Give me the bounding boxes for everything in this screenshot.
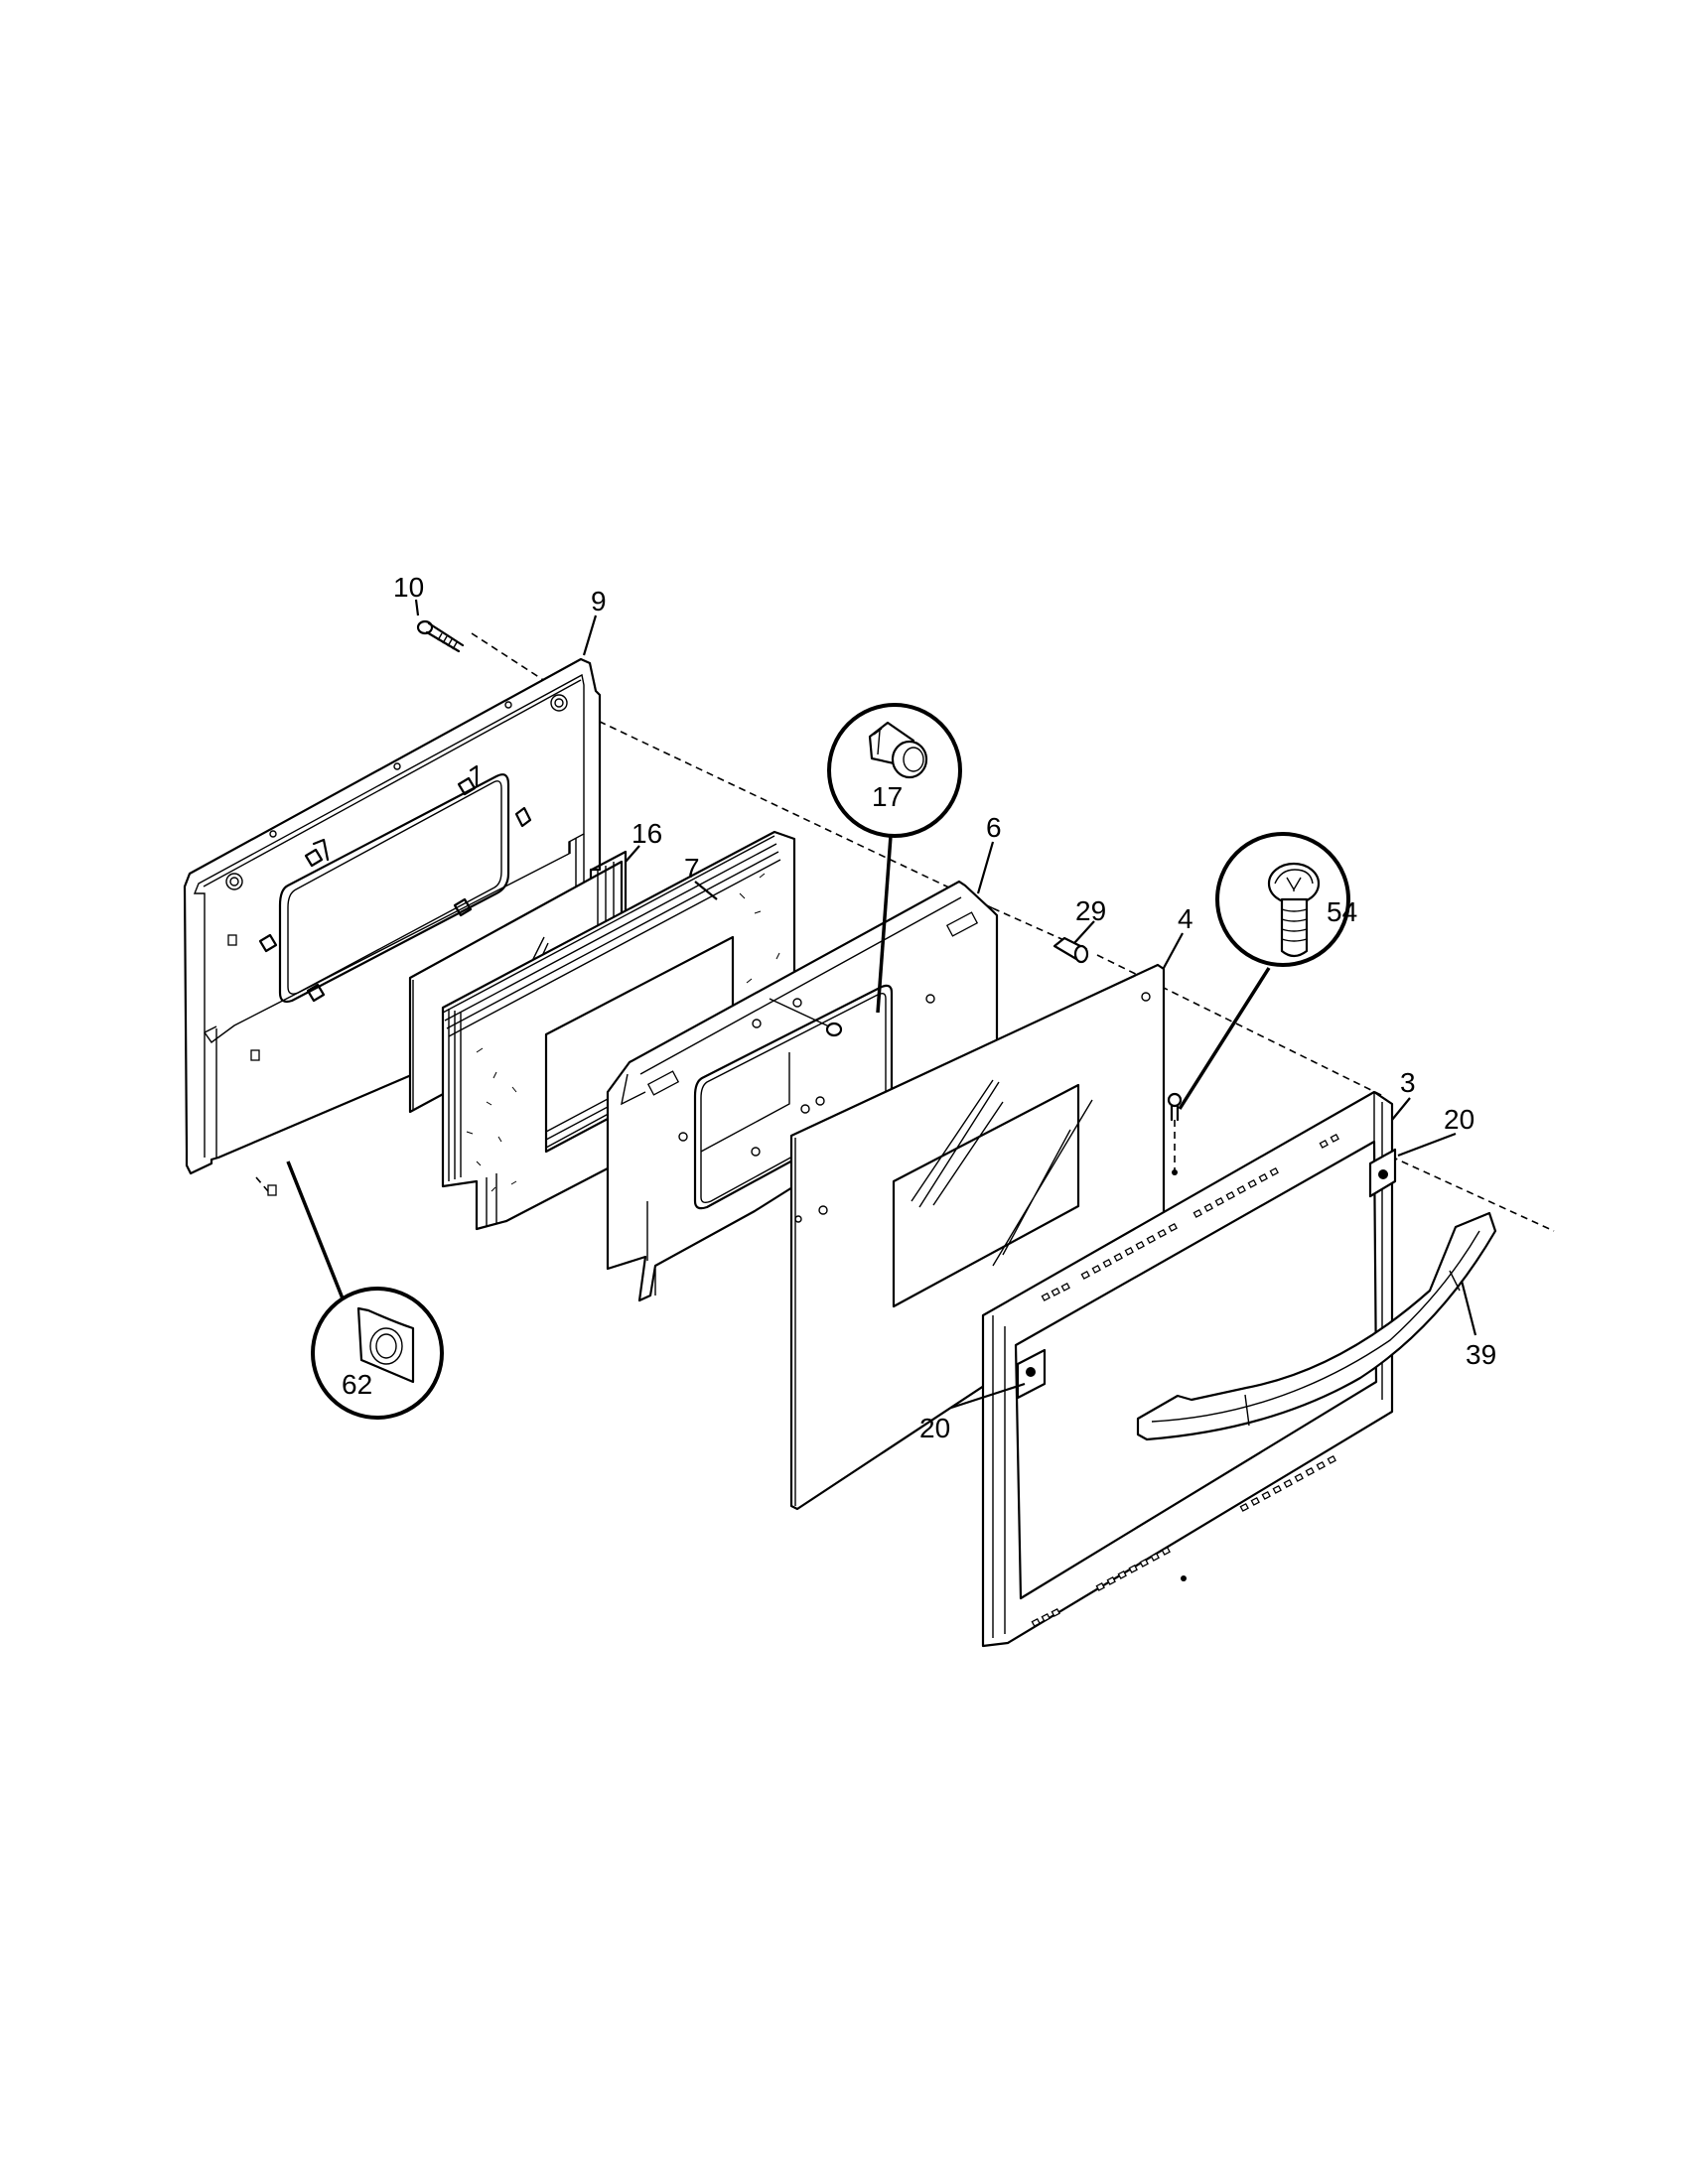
part-39-handle[interactable]	[1136, 1211, 1497, 1441]
label-62: 62	[342, 1369, 372, 1400]
bottom-rail-slots	[1031, 1454, 1336, 1627]
callout-54[interactable]: 54	[1215, 832, 1357, 967]
label-10: 10	[393, 572, 424, 603]
part-20-bracket-right[interactable]	[1368, 1148, 1397, 1198]
leader-lines	[286, 599, 1477, 1410]
label-7: 7	[684, 853, 700, 884]
part-labels: 10 9 16 7 6 29 4 3 20 39 20	[393, 572, 1496, 1443]
part-10-screw[interactable]	[416, 619, 465, 653]
label-4: 4	[1178, 903, 1193, 934]
callout-62[interactable]: 62	[311, 1287, 444, 1420]
label-54: 54	[1327, 896, 1357, 927]
label-39: 39	[1466, 1339, 1496, 1370]
label-6: 6	[986, 812, 1002, 843]
top-rail-slots	[1041, 1133, 1339, 1301]
part-29-spacer[interactable]	[1052, 936, 1089, 964]
part-3-door-frame[interactable]	[981, 1090, 1394, 1648]
label-20-right: 20	[1444, 1104, 1474, 1135]
callout-17[interactable]: 17	[827, 703, 962, 838]
label-9: 9	[591, 586, 607, 616]
label-3: 3	[1400, 1067, 1416, 1098]
label-17: 17	[872, 781, 903, 812]
label-20-left: 20	[919, 1413, 950, 1443]
label-16: 16	[632, 818, 662, 849]
part-4-outer-glass[interactable]	[789, 963, 1166, 1511]
part-54-screw-small[interactable]	[1167, 1092, 1183, 1122]
label-29: 29	[1075, 895, 1106, 926]
part-62-clip-small[interactable]	[267, 1184, 277, 1196]
